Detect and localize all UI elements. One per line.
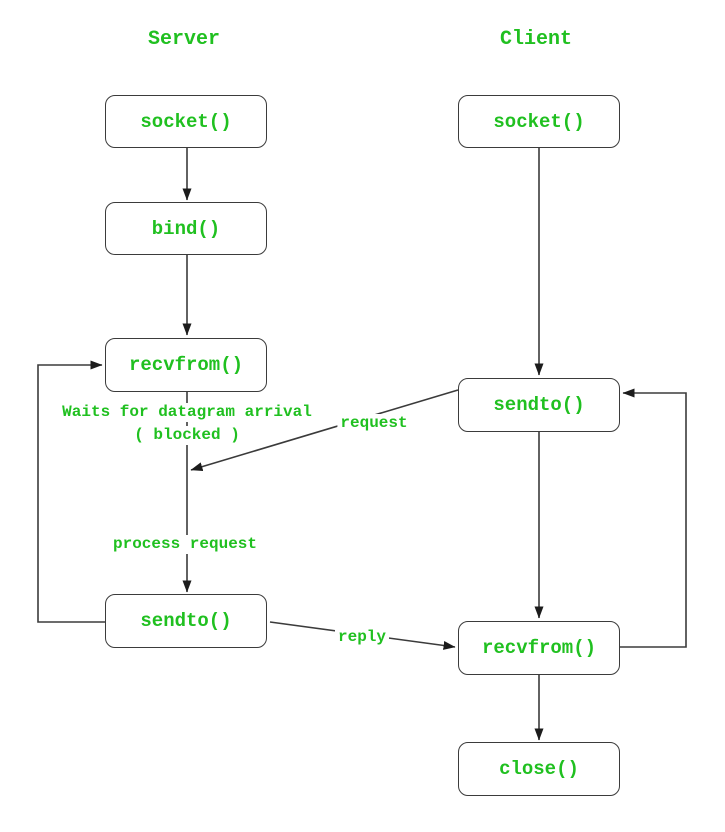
request-edge-label: request — [337, 414, 411, 433]
waits-for-datagram-label: Waits for datagram arrival — [59, 403, 315, 422]
blocked-label: ( blocked ) — [131, 426, 243, 445]
client-column-title: Client — [499, 28, 573, 51]
server-sendto-loop-to-recvfrom-arrow — [37, 360, 105, 623]
client-sendto-box: sendto() — [458, 378, 620, 432]
request-arrow — [190, 389, 459, 472]
reply-edge-label: reply — [334, 628, 390, 647]
server-sendto-box: sendto() — [105, 594, 267, 648]
server-socket-box: socket() — [105, 95, 267, 148]
server-column-title: Server — [147, 28, 221, 51]
client-recvfrom-box: recvfrom() — [458, 621, 620, 675]
process-request-label: process request — [109, 535, 261, 554]
client-close-box: close() — [458, 742, 620, 796]
client-socket-box: socket() — [458, 95, 620, 148]
server-recvfrom-box: recvfrom() — [105, 338, 267, 392]
server-bind-box: bind() — [105, 202, 267, 255]
client-recvfrom-loop-to-sendto-arrow — [620, 388, 687, 648]
